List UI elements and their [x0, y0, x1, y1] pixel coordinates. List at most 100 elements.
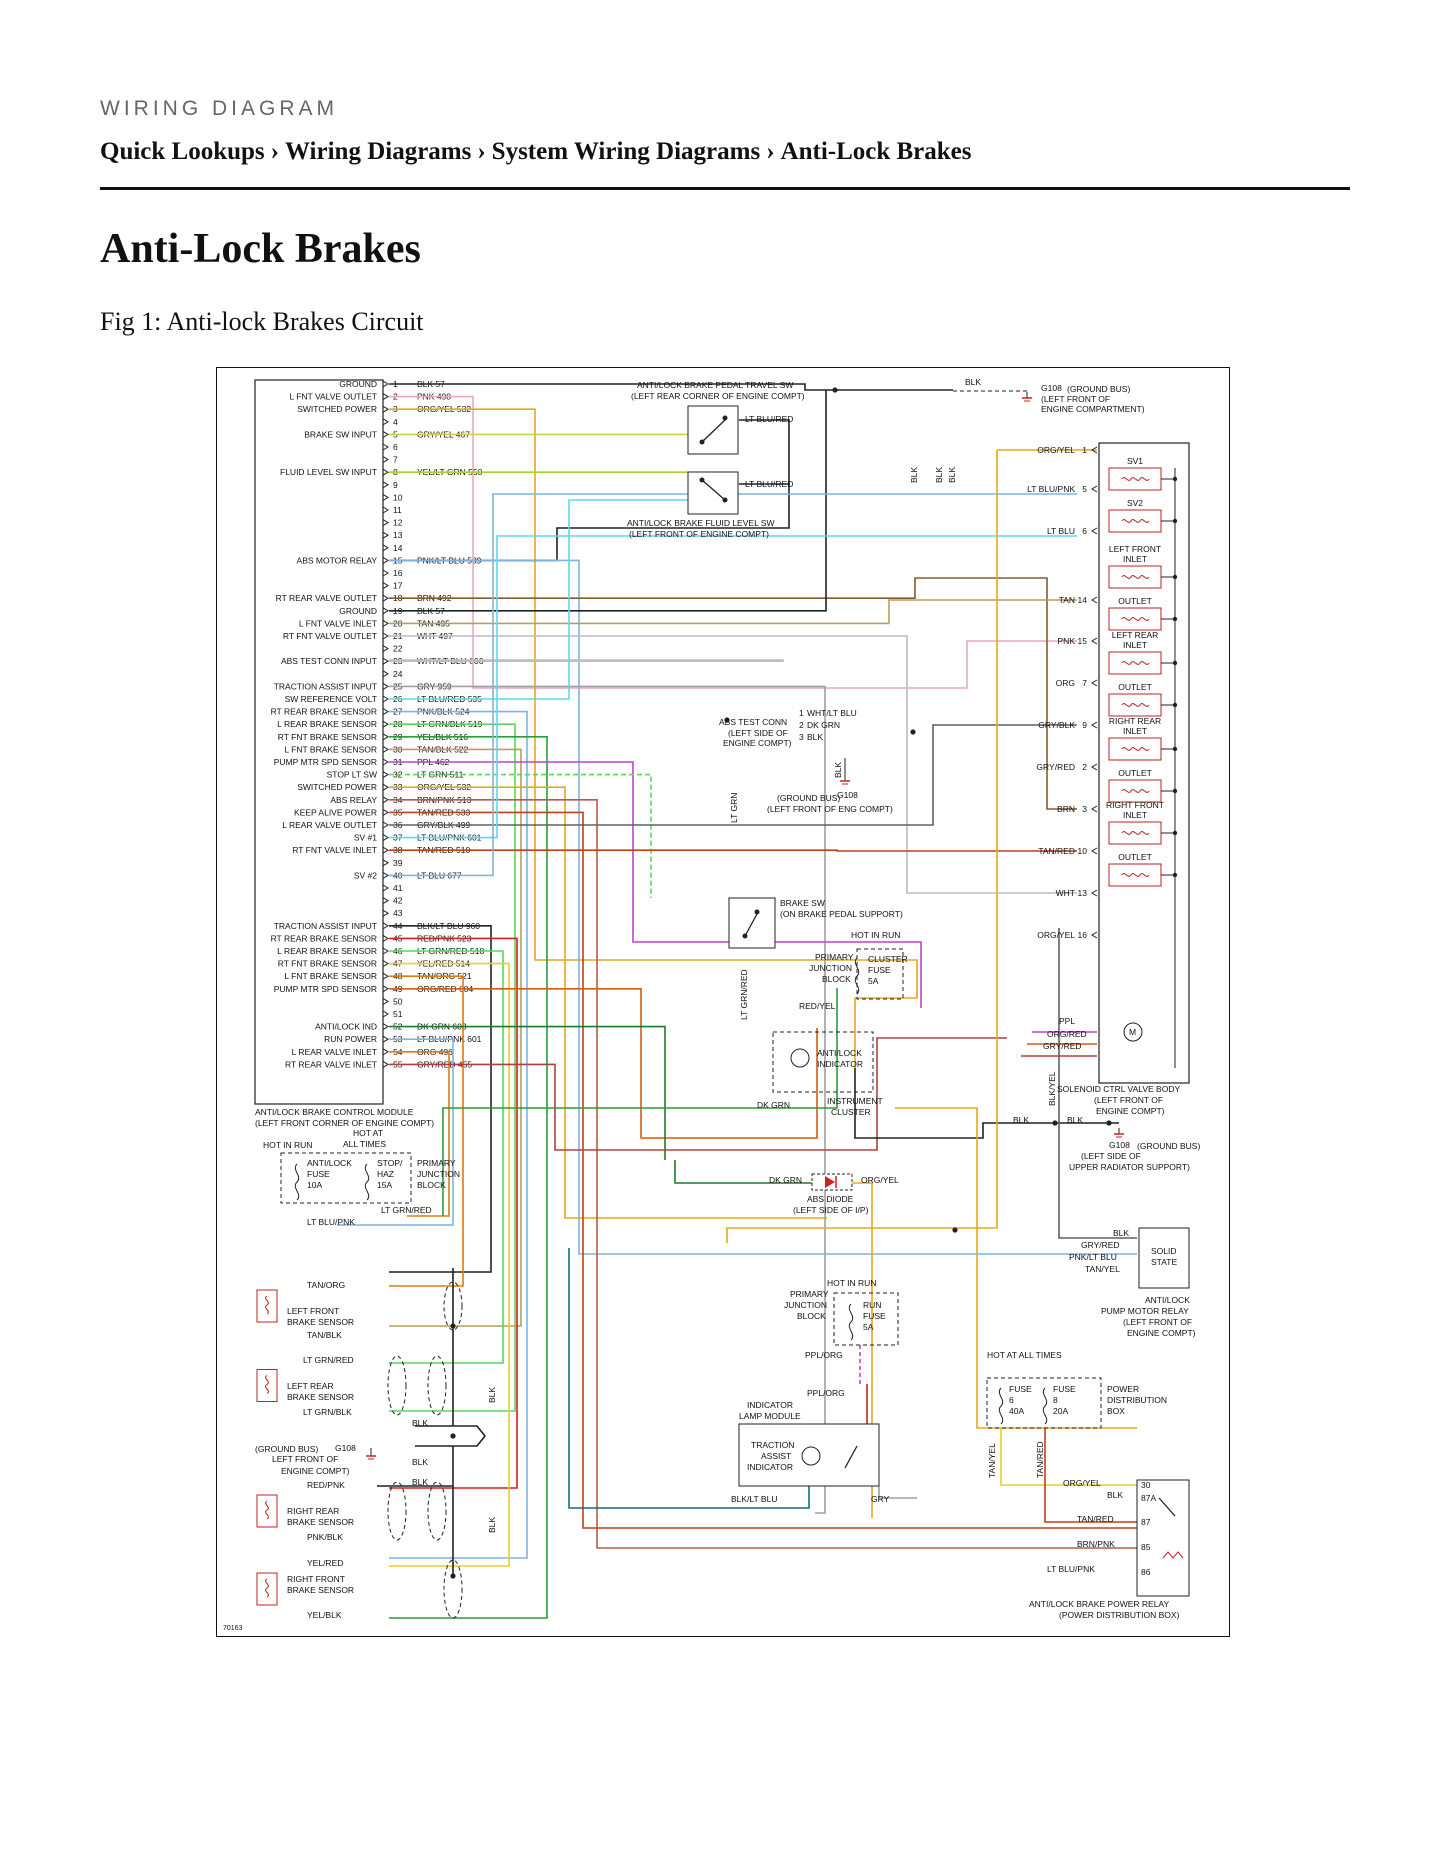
lr-sensor-label: BRAKE SENSOR [287, 1392, 354, 1402]
splice-dot-icon [450, 1323, 456, 1329]
run-fuse-block [833, 1292, 899, 1346]
wire [389, 736, 548, 1619]
connector-chevron-icon [382, 481, 389, 489]
test-conn-pin-number: 3 [799, 732, 804, 742]
jb2-label-block: BLOCK [417, 1180, 446, 1190]
valve-pin-wire-label: BRN [1057, 804, 1075, 814]
valve-pin-number: 6 [1082, 526, 1087, 536]
connector-chevron-icon [382, 783, 389, 791]
test-conn-pin-number: 2 [799, 720, 804, 730]
fluid-switch-contact [701, 479, 726, 501]
valve-pin-wire-label: ORG/YEL [1037, 930, 1075, 940]
motor-label: M [1129, 1027, 1136, 1037]
breadcrumb-link-wiring-diagrams[interactable]: Wiring Diagrams [285, 138, 472, 165]
valve-pin-number: 7 [1082, 678, 1087, 688]
pump-relay-name-1: ANTI/LOCK [1145, 1295, 1190, 1305]
relay-pin-number: 87 [1141, 1517, 1151, 1527]
test-conn-ground-wire: BLK [833, 762, 843, 778]
connector-chevron-icon [1091, 805, 1098, 813]
figure-id: 70163 [223, 1625, 243, 1632]
wire [389, 493, 1077, 877]
valve-pin-wire-label: ORG/YEL [1037, 445, 1075, 455]
twisted-pair-shield [387, 1481, 407, 1541]
coil-winding [1121, 831, 1150, 835]
module-pin-function: ABS TEST CONN INPUT [281, 656, 377, 666]
stop-haz-fuse-label: HAZ [377, 1169, 394, 1179]
wire [389, 635, 1077, 894]
switch-pivot-icon [742, 933, 748, 939]
power-relay-wire-brn-pnk: BRN/PNK [1077, 1539, 1115, 1549]
wire [389, 599, 1077, 625]
module-pin-function: L FNT VALVE INLET [299, 618, 377, 628]
shield-blk-vertical: BLK [487, 1387, 497, 1403]
module-pin-number: 41 [393, 883, 403, 893]
breadcrumb-link-system-wiring-diagrams[interactable]: System Wiring Diagrams [491, 138, 761, 165]
module-pin-function: RT REAR VALVE OUTLET [276, 593, 377, 603]
module-pin-function: GROUND [339, 379, 377, 389]
test-conn-pin-number: 1 [799, 708, 804, 718]
motor-wire-gry-red: GRY/RED [1043, 1041, 1082, 1051]
connector-chevron-icon [382, 821, 389, 829]
connector-chevron-icon [382, 456, 389, 464]
connector-chevron-icon [382, 1048, 389, 1056]
connector-chevron-icon [382, 1035, 389, 1043]
module-pin-number: 12 [393, 518, 403, 528]
solenoid-coil-label: RIGHT REAR [1109, 716, 1161, 726]
ground-icon [1022, 392, 1032, 402]
module-pin-function: RT FNT VALVE OUTLET [283, 631, 377, 641]
solenoid-coil-label: INLET [1123, 810, 1147, 820]
connector-chevron-icon [382, 745, 389, 753]
valve-pin-number: 15 [1078, 636, 1088, 646]
module-pin-function: L REAR BRAKE SENSOR [277, 719, 377, 729]
solenoid-coil-label: OUTLET [1118, 596, 1152, 606]
connector-chevron-icon [382, 859, 389, 867]
breadcrumb-link-quick-lookups[interactable]: Quick Lookups [100, 138, 265, 165]
wire [389, 390, 827, 612]
valve-pin-wire-label: PNK [1058, 636, 1076, 646]
module-pin-number: 16 [393, 568, 403, 578]
wire [389, 724, 1077, 826]
wire [389, 383, 953, 391]
connector-chevron-icon [382, 493, 389, 501]
switch-pivot-icon [699, 477, 705, 483]
connector-chevron-icon [1091, 637, 1098, 645]
splice-dot-icon [952, 1227, 958, 1233]
module-pin-function: ABS RELAY [330, 795, 377, 805]
power-distribution-box-fuses [986, 1377, 1102, 1429]
valve-pin-wire-label: WHT [1056, 888, 1075, 898]
power-relay-wire-lt-blu-pnk: LT BLU/PNK [1047, 1564, 1095, 1574]
stop-haz-fuse-rating: 15A [377, 1180, 392, 1190]
splice-dot-icon [832, 387, 838, 393]
valve-pin-wire-label: GRY/BLK [1038, 720, 1075, 730]
jb-label-block: BLOCK [822, 974, 851, 984]
connector-chevron-icon [1091, 485, 1098, 493]
module-pin-function: RT FNT BRAKE SENSOR [278, 732, 377, 742]
wire [389, 723, 516, 1412]
fuse-icon [1042, 1387, 1048, 1425]
rf-sensor-name: RIGHT FRONT [287, 1574, 345, 1584]
fuse-6-rating: 40A [1009, 1406, 1024, 1416]
wire [389, 773, 652, 898]
pdb-label-power: POWER [1107, 1384, 1139, 1394]
cluster-fuse-name: CLUSTER [868, 954, 908, 964]
wire [415, 1425, 487, 1447]
top-ground-wire: BLK [965, 377, 981, 387]
jb3-label-junction: JUNCTION [784, 1300, 827, 1310]
wire [389, 849, 1077, 852]
brake-switch-contact [744, 913, 758, 937]
splice-dot-icon [1052, 1120, 1058, 1126]
connector-chevron-icon [382, 531, 389, 539]
lr-sensor-wire-lt-grn-blk: LT GRN/BLK [303, 1407, 352, 1417]
shield-blk-vertical-2: BLK [487, 1517, 497, 1533]
connector-chevron-icon [382, 909, 389, 917]
lt-grn-vertical-label: LT GRN [729, 793, 739, 823]
wheel-sensor-coil-icon [256, 1289, 278, 1323]
abs-power-relay [1136, 1479, 1190, 1597]
module-pin-number: 7 [393, 455, 398, 465]
module-pin-function: L FNT VALVE OUTLET [289, 392, 377, 402]
coil-winding [1121, 661, 1150, 665]
solid-state-label-2: STATE [1151, 1257, 1177, 1267]
g108-rad-location-2: UPPER RADIATOR SUPPORT) [1069, 1162, 1190, 1172]
